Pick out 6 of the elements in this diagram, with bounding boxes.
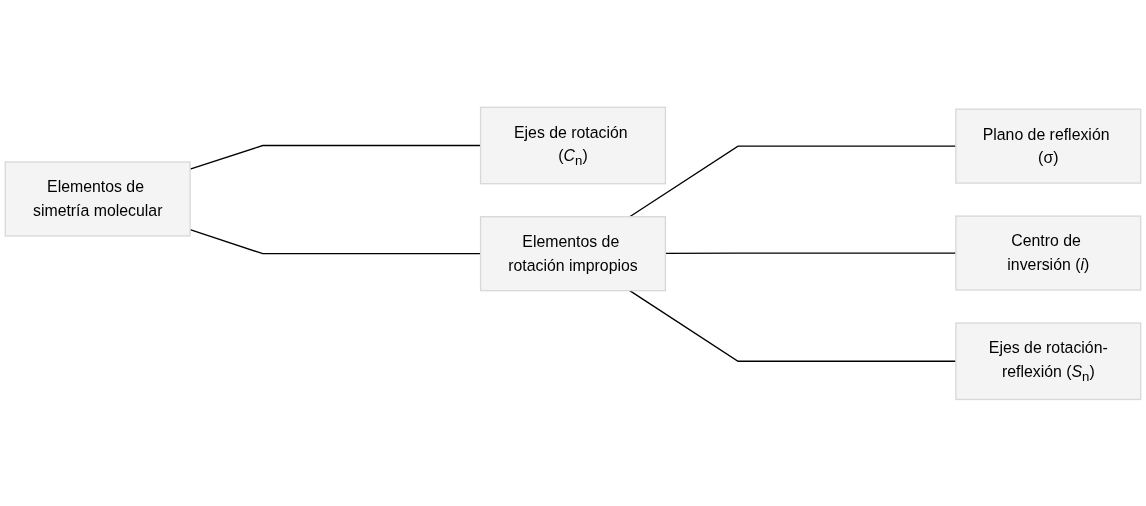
node-box: Elementos de simetría molecular (4, 160, 191, 237)
node-box: Elementos de rotación impropios (479, 215, 667, 291)
node-box: Plano de reflexión (σ) (955, 108, 1142, 184)
node-box: Ejes de rotación-reflexión (S$_{n}$) (955, 322, 1142, 400)
node-box: Ejes de rotación (C$_{n}$) (479, 106, 667, 184)
node-box: Centro de inversión (i) (955, 215, 1142, 291)
